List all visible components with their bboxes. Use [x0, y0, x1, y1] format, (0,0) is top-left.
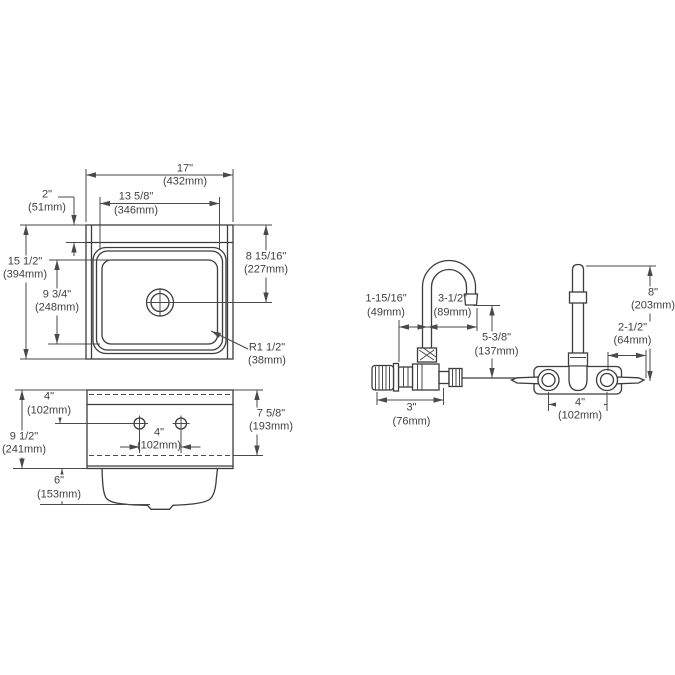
- bowl-outline-outer: [92, 246, 227, 355]
- dim-mm: (227mm): [241, 263, 291, 277]
- spout-holder: [568, 366, 588, 392]
- dim-mm: (102mm): [555, 409, 605, 423]
- dim-top-bowl-front-to-back: 9 3/4" (248mm): [32, 288, 82, 315]
- dim-mm: (102mm): [136, 439, 182, 452]
- dim-faucet-wall-to-spout: 1-15/16" (49mm): [363, 293, 408, 320]
- gooseneck-spout: [421, 259, 477, 348]
- dim-mm: (203mm): [628, 299, 675, 313]
- dim-faucet-spout-clearance: 5-3/8" (137mm): [472, 331, 521, 359]
- dim-front-deck-to-holes: 4" (102mm): [24, 390, 74, 418]
- dim-in: 4": [555, 396, 605, 410]
- dim-front-back-height: 7 5/8" (193mm): [246, 407, 296, 434]
- packing-nut: [397, 366, 414, 388]
- supply-knob: [371, 364, 395, 391]
- dim-mm: (153mm): [34, 488, 84, 502]
- dim-in: R1 1/2": [248, 341, 286, 353]
- dim-in: 4": [24, 390, 74, 404]
- dim-mm: (241mm): [0, 443, 49, 457]
- dim-in: 7 5/8": [246, 407, 296, 421]
- dim-faucet-body-depth: 3" (76mm): [391, 402, 433, 429]
- dim-in: 6": [34, 474, 84, 488]
- dim-mm: (193mm): [246, 420, 296, 434]
- dim-in: 9 3/4": [32, 288, 82, 302]
- dim-in: 2-1/2": [611, 321, 654, 335]
- dim-faucet-handle-spacing: 4" (102mm): [555, 396, 605, 423]
- dim-mm: (89mm): [433, 306, 472, 318]
- dim-in: 8 15/16": [241, 250, 291, 264]
- dim-faucet-spout-height: 8" (203mm): [628, 286, 675, 313]
- dim-in: 5-3/8": [472, 331, 521, 345]
- handle-right: [595, 368, 646, 392]
- dim-front-bowl-depth: 6" (153mm): [34, 474, 84, 502]
- coupling-nut: [416, 347, 438, 363]
- dim-faucet-spout-reach: 3-1/2" (89mm): [432, 293, 474, 320]
- dim-mm: (76mm): [392, 415, 431, 427]
- dim-top-backsplash-depth: 2" (51mm): [26, 188, 68, 215]
- stem-knurl: [448, 367, 463, 388]
- sink-front-view-linework: [86, 389, 234, 510]
- dim-front-overall-height: 9 1/2" (241mm): [0, 430, 49, 457]
- dim-mm: (432mm): [162, 175, 208, 188]
- dim-in: 8": [628, 286, 675, 300]
- bowl-outline-middle: [95, 250, 224, 351]
- bowl-profile: [101, 468, 219, 510]
- spout-riser: [571, 263, 585, 353]
- handle-left: [509, 368, 560, 392]
- spout-base: [567, 352, 589, 367]
- dim-top-drain-center: 8 15/16" (227mm): [241, 250, 291, 277]
- sink-top-view-linework: [85, 224, 234, 360]
- dim-in: 9 1/2": [0, 430, 49, 444]
- dim-front-hole-spacing: 4" (102mm): [135, 426, 183, 453]
- dim-in: 13 5/8": [118, 190, 154, 203]
- dim-mm: (102mm): [24, 404, 74, 418]
- dim-in: 3-1/2": [438, 292, 467, 305]
- dim-mm: (248mm): [32, 301, 82, 315]
- faucet-side-view-linework: [371, 259, 520, 392]
- dim-top-corner-radius: R1 1/2" (38mm): [246, 341, 288, 368]
- dim-mm: (38mm): [248, 354, 286, 367]
- faucet-front-view-linework: [509, 263, 646, 395]
- faucet-side-view-dimensions: [376, 305, 500, 405]
- wall-flange: [392, 362, 400, 392]
- valve-body: [411, 363, 440, 391]
- dim-top-front-to-back: 15 1/2" (394mm): [0, 255, 50, 282]
- valve-stem: [438, 370, 450, 385]
- riser-coupling: [568, 291, 588, 304]
- dim-faucet-handle-clearance: 2-1/2" (64mm): [611, 321, 654, 348]
- dim-in: 2": [41, 188, 53, 200]
- dim-top-overall-width: 17" (432mm): [161, 162, 209, 189]
- dim-mm: (394mm): [0, 268, 50, 282]
- dim-mm: (137mm): [472, 345, 521, 359]
- dim-top-bowl-width: 13 5/8" (346mm): [112, 191, 160, 218]
- dim-in: 1-15/16": [365, 292, 407, 305]
- dim-mm: (51mm): [28, 201, 66, 214]
- dim-in: 15 1/2": [0, 255, 50, 269]
- dim-in: 4": [153, 426, 165, 438]
- dim-mm: (346mm): [113, 204, 159, 216]
- dim-in: 17": [176, 162, 194, 174]
- dim-mm: (49mm): [367, 306, 405, 318]
- dim-mm: (64mm): [611, 334, 654, 348]
- dim-in: 3": [406, 401, 417, 414]
